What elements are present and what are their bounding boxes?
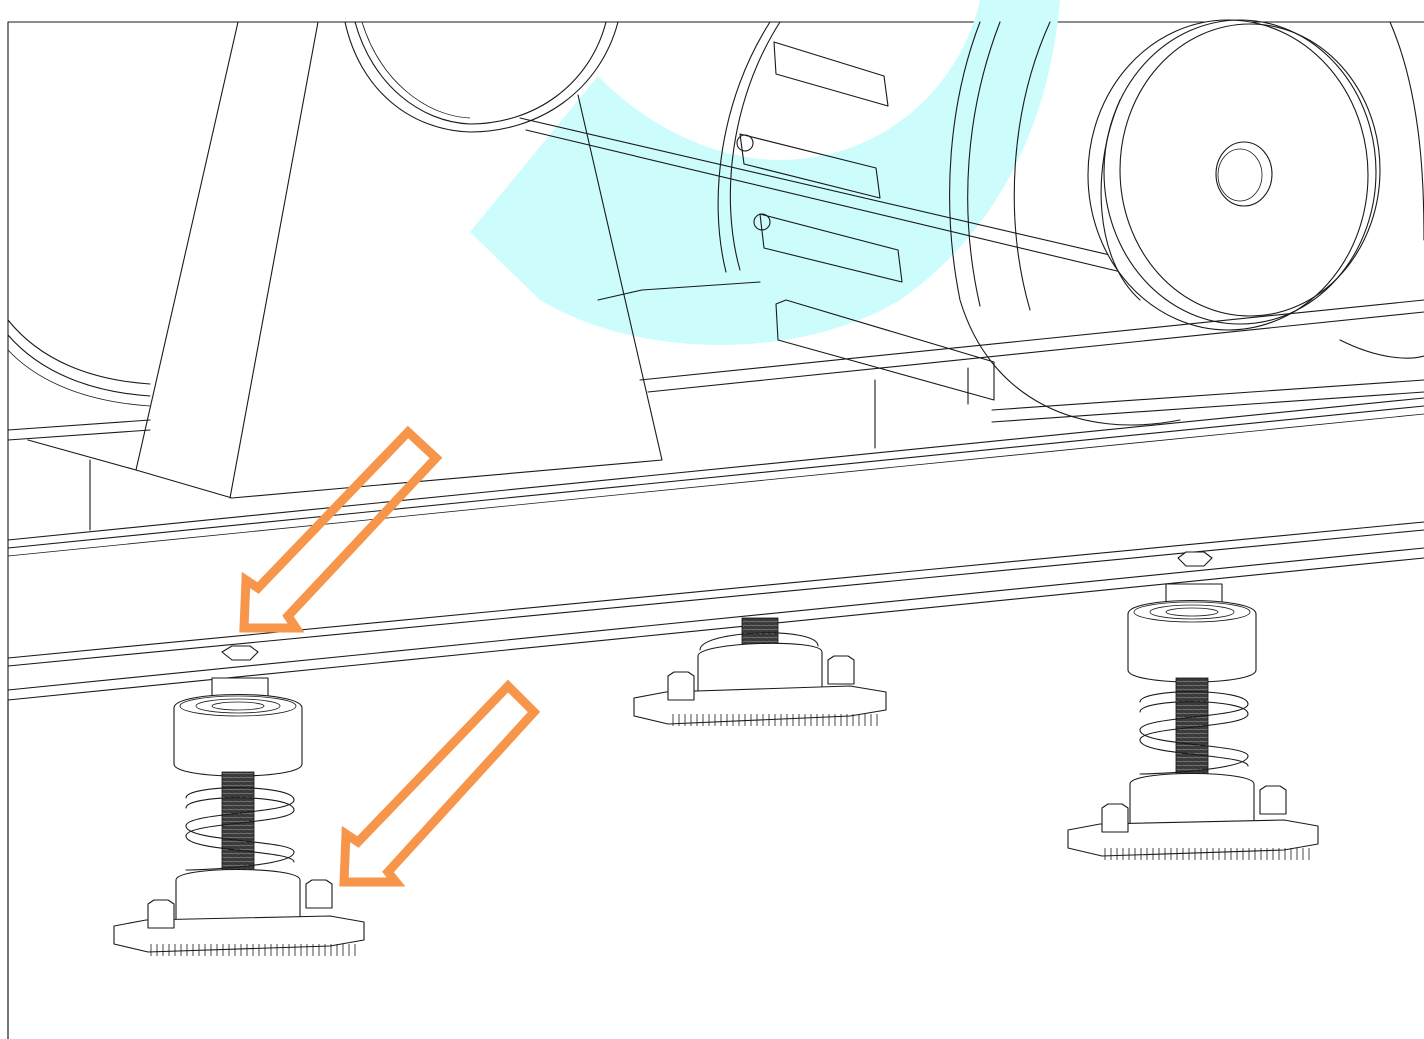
pulley-left — [344, 21, 619, 133]
pedestal — [135, 21, 761, 499]
arrow-to-base-plate — [339, 679, 541, 887]
pulley-right — [1087, 19, 1381, 331]
spring-isolator-center — [633, 617, 887, 726]
spring-isolator-right — [1067, 551, 1319, 860]
drive-belt — [519, 117, 1141, 277]
highlight-region — [470, 0, 1060, 345]
spring-isolator-front-left — [113, 645, 365, 956]
belt-guard — [717, 21, 1181, 426]
rear-frame — [7, 299, 1424, 531]
guard-rail — [775, 299, 995, 405]
motor-housing-left — [7, 319, 151, 407]
arrow-to-top-nut — [239, 425, 443, 633]
cooling-fins — [736, 41, 903, 283]
